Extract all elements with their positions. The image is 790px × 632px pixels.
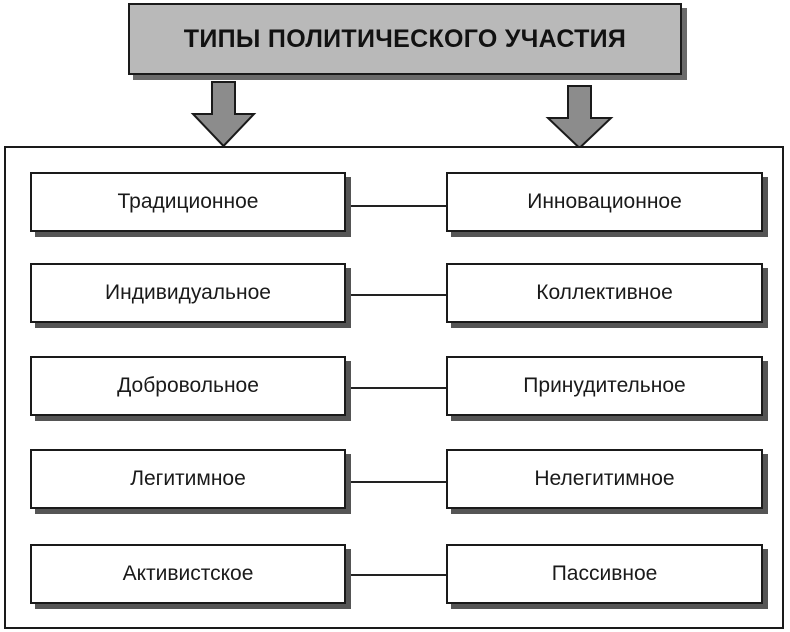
type-passive: Пассивное: [446, 544, 763, 604]
type-traditional: Традиционное: [30, 172, 346, 232]
left-down-arrow-icon: [190, 81, 257, 148]
diagram-title-box: ТИПЫ ПОЛИТИЧЕСКОГО УЧАСТИЯ: [128, 3, 682, 75]
connector-line-1: [346, 205, 446, 207]
connector-line-2: [346, 294, 446, 296]
connector-line-5: [346, 574, 446, 576]
type-activist: Активистское: [30, 544, 346, 604]
right-down-arrow-icon: [545, 85, 614, 150]
type-individual: Индивидуальное: [30, 263, 346, 323]
connector-line-4: [346, 481, 446, 483]
type-illegitimate: Нелегитимное: [446, 449, 763, 509]
type-compulsory: Принудительное: [446, 356, 763, 416]
type-voluntary: Добровольное: [30, 356, 346, 416]
type-collective: Коллективное: [446, 263, 763, 323]
diagram-title: ТИПЫ ПОЛИТИЧЕСКОГО УЧАСТИЯ: [183, 24, 627, 53]
type-innovative: Инновационное: [446, 172, 763, 232]
connector-line-3: [346, 387, 446, 389]
type-legitimate: Легитимное: [30, 449, 346, 509]
